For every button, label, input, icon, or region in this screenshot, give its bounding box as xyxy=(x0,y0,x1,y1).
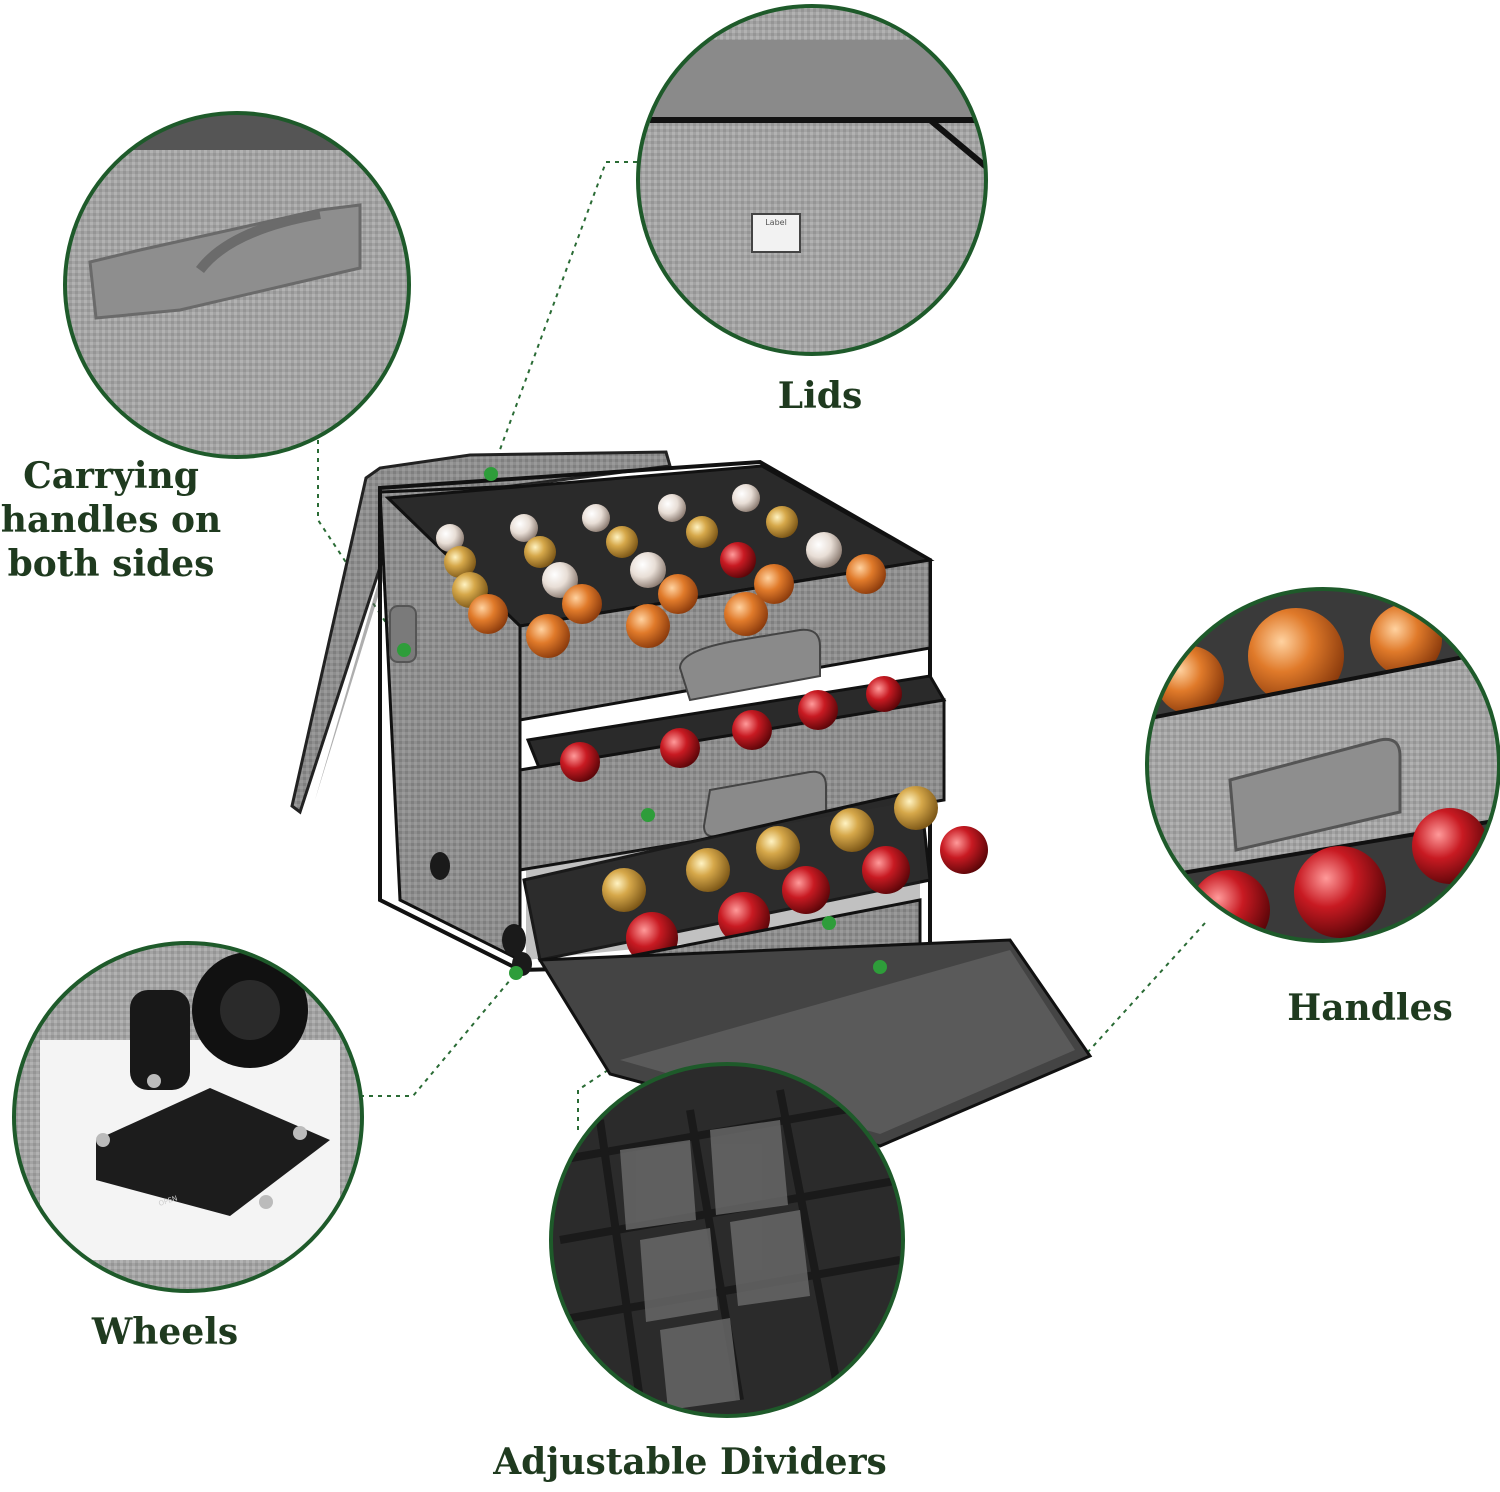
detail-circle-wheels xyxy=(12,941,364,1293)
detail-circle-handles xyxy=(1145,587,1500,943)
callout-dots xyxy=(397,467,887,980)
storage-box xyxy=(290,450,1093,1148)
callout-carrying-line-3: both sides xyxy=(7,543,215,585)
lid-label-tag: Label xyxy=(765,218,787,227)
detail-circle-dividers xyxy=(549,1062,905,1418)
callout-adjustable-dividers: Adjustable Dividers xyxy=(493,1441,887,1483)
callout-carrying-line-2: handles on xyxy=(0,499,222,541)
detail-circle-lids xyxy=(636,4,988,356)
detail-circle-carrying-handles xyxy=(63,111,411,459)
callout-carrying-handles: Carrying handles on both sides xyxy=(0,454,222,586)
callout-wheels: Wheels xyxy=(91,1311,239,1353)
callout-lids: Lids xyxy=(777,375,863,417)
callout-carrying-line-1: Carrying xyxy=(23,455,199,497)
drawer-handle-1 xyxy=(678,628,821,702)
ornaments-tray-1 xyxy=(436,484,886,658)
ornaments-tray-3 xyxy=(602,786,988,964)
ornaments-tray-2 xyxy=(560,676,902,782)
callout-handles: Handles xyxy=(1287,987,1453,1029)
